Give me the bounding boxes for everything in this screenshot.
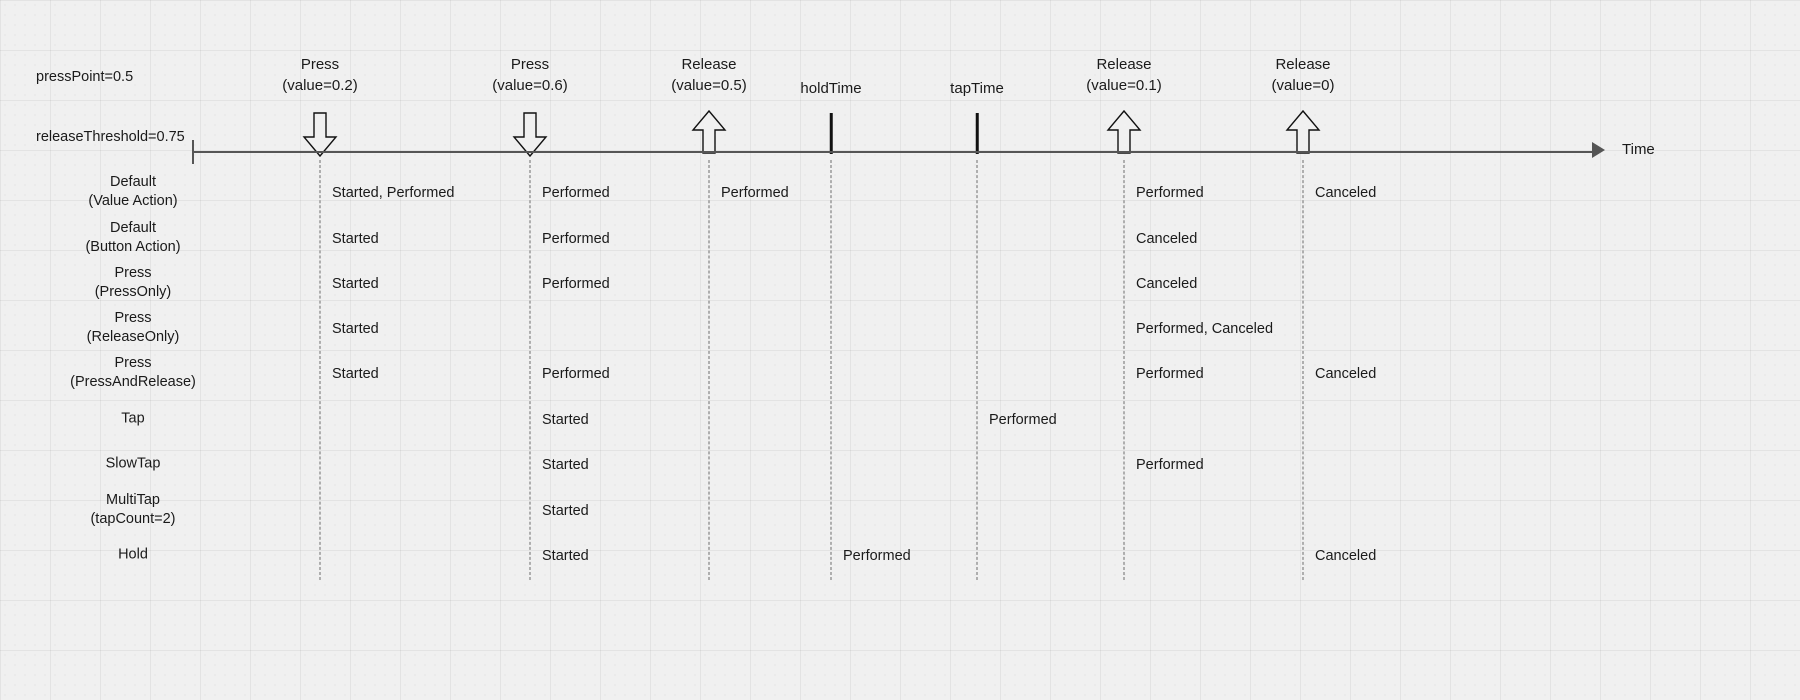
event-label-line1: Release bbox=[681, 56, 737, 73]
event-label-line2: (value=0.6) bbox=[492, 77, 568, 94]
event-label-line2: (value=0.5) bbox=[671, 77, 747, 94]
row-label-line1: Default bbox=[110, 174, 156, 190]
cell-slowtap-press-06: Started bbox=[542, 457, 589, 473]
arrow-up-open-icon bbox=[1106, 109, 1142, 154]
cell-press-pressonly-release-01: Canceled bbox=[1136, 276, 1198, 292]
event-label-line2: (value=0.2) bbox=[282, 77, 358, 94]
cell-press-pressandrelease-press-06: Performed bbox=[542, 366, 610, 382]
row-label-line1: Press bbox=[114, 265, 152, 281]
row-label-multitap: MultiTap (tapCount=2) bbox=[90, 491, 175, 529]
cell-default-value-action-press-06: Performed bbox=[542, 185, 610, 201]
row-label-line1: Press bbox=[114, 310, 152, 326]
event-label-release-01: Release (value=0.1) bbox=[1086, 54, 1161, 96]
row-label-line1: SlowTap bbox=[105, 455, 161, 472]
row-label-line2: (PressAndRelease) bbox=[70, 374, 196, 390]
cell-press-pressonly-press-02: Started bbox=[332, 276, 379, 292]
event-label-taptime: tapTime bbox=[950, 78, 1004, 99]
event-label-holdtime: holdTime bbox=[800, 78, 861, 99]
row-label-line1: Tap bbox=[121, 410, 145, 427]
row-label-line1: Hold bbox=[118, 546, 148, 563]
time-axis-line bbox=[192, 151, 1600, 153]
tick-mark-icon bbox=[975, 113, 979, 154]
time-axis-label: Time bbox=[1622, 141, 1655, 158]
cell-hold-holdtime: Performed bbox=[843, 548, 911, 564]
release-threshold-value: releaseThreshold=0.75 bbox=[36, 129, 185, 145]
cell-press-pressandrelease-press-02: Started bbox=[332, 366, 379, 382]
row-label-line2: (Button Action) bbox=[85, 239, 181, 255]
tick-mark-icon bbox=[829, 113, 833, 154]
cell-press-pressandrelease-release-01: Performed bbox=[1136, 366, 1204, 382]
cell-tap-press-06: Started bbox=[542, 412, 589, 428]
arrow-down-open-icon bbox=[302, 112, 338, 158]
row-label-slowtap: SlowTap bbox=[106, 455, 161, 474]
event-label-press-06: Press (value=0.6) bbox=[492, 54, 567, 96]
cell-multitap-press-06: Started bbox=[542, 503, 589, 519]
cell-press-pressonly-press-06: Performed bbox=[542, 276, 610, 292]
event-label-release-00: Release (value=0) bbox=[1272, 54, 1335, 96]
guide-line-press-06 bbox=[529, 160, 531, 580]
arrow-down-open-icon bbox=[512, 112, 548, 158]
row-label-default-value-action: Default (Value Action) bbox=[88, 173, 177, 211]
row-label-line1: MultiTap bbox=[105, 492, 160, 508]
row-label-line2: (tapCount=2) bbox=[90, 511, 176, 527]
guide-line-press-02 bbox=[319, 160, 321, 580]
guide-line-taptime bbox=[976, 160, 978, 580]
arrow-up-open-icon bbox=[691, 109, 727, 154]
cell-default-button-action-release-01: Canceled bbox=[1136, 231, 1198, 247]
arrow-right-icon bbox=[1592, 142, 1605, 158]
event-label-line1: Release bbox=[1096, 56, 1152, 73]
cell-slowtap-release-01: Performed bbox=[1136, 457, 1204, 473]
event-label-press-02: Press (value=0.2) bbox=[282, 54, 357, 96]
event-label-line1: tapTime bbox=[950, 80, 1004, 97]
guide-line-release-00 bbox=[1302, 160, 1304, 580]
cell-default-value-action-release-00: Canceled bbox=[1315, 185, 1377, 201]
event-label-line1: Release bbox=[1275, 56, 1331, 73]
row-label-tap: Tap bbox=[121, 410, 144, 429]
row-label-hold: Hold bbox=[118, 546, 148, 565]
event-label-release-05: Release (value=0.5) bbox=[671, 54, 746, 96]
event-label-line1: Press bbox=[300, 56, 340, 73]
press-point-value: pressPoint=0.5 bbox=[36, 69, 134, 85]
row-label-line1: Press bbox=[114, 355, 152, 371]
cell-press-releaseonly-release-01: Performed, Canceled bbox=[1136, 321, 1274, 337]
cell-default-button-action-press-02: Started bbox=[332, 231, 379, 247]
row-label-default-button-action: Default (Button Action) bbox=[85, 219, 180, 257]
cell-default-button-action-press-06: Performed bbox=[542, 231, 610, 247]
cell-press-pressandrelease-release-00: Canceled bbox=[1315, 366, 1377, 382]
cell-default-value-action-press-02: Started, Performed bbox=[332, 185, 455, 201]
guide-line-holdtime bbox=[830, 160, 832, 580]
row-label-line2: (PressOnly) bbox=[94, 284, 172, 300]
row-label-press-releaseonly: Press (ReleaseOnly) bbox=[87, 309, 180, 347]
event-label-line1: Press bbox=[510, 56, 550, 73]
cell-hold-press-06: Started bbox=[542, 548, 589, 564]
parameters-note: pressPoint=0.5 releaseThreshold=0.75 bbox=[36, 27, 185, 187]
guide-line-release-05 bbox=[708, 160, 710, 580]
cell-default-value-action-release-05: Performed bbox=[721, 185, 789, 201]
cell-press-releaseonly-press-02: Started bbox=[332, 321, 379, 337]
guide-line-release-01 bbox=[1123, 160, 1125, 580]
row-label-line1: Default bbox=[110, 220, 156, 236]
arrow-up-open-icon bbox=[1285, 109, 1321, 154]
cell-tap-taptime: Performed bbox=[989, 412, 1057, 428]
event-label-line2: (value=0) bbox=[1271, 77, 1335, 94]
event-label-line2: (value=0.1) bbox=[1086, 77, 1162, 94]
cell-hold-release-00: Canceled bbox=[1315, 548, 1377, 564]
cell-default-value-action-release-01: Performed bbox=[1136, 185, 1204, 201]
row-label-line2: (Value Action) bbox=[88, 193, 178, 209]
event-label-line1: holdTime bbox=[800, 80, 862, 97]
row-label-press-pressonly: Press (PressOnly) bbox=[95, 264, 172, 302]
row-label-line2: (ReleaseOnly) bbox=[86, 329, 180, 345]
row-label-press-pressandrelease: Press (PressAndRelease) bbox=[70, 354, 196, 392]
